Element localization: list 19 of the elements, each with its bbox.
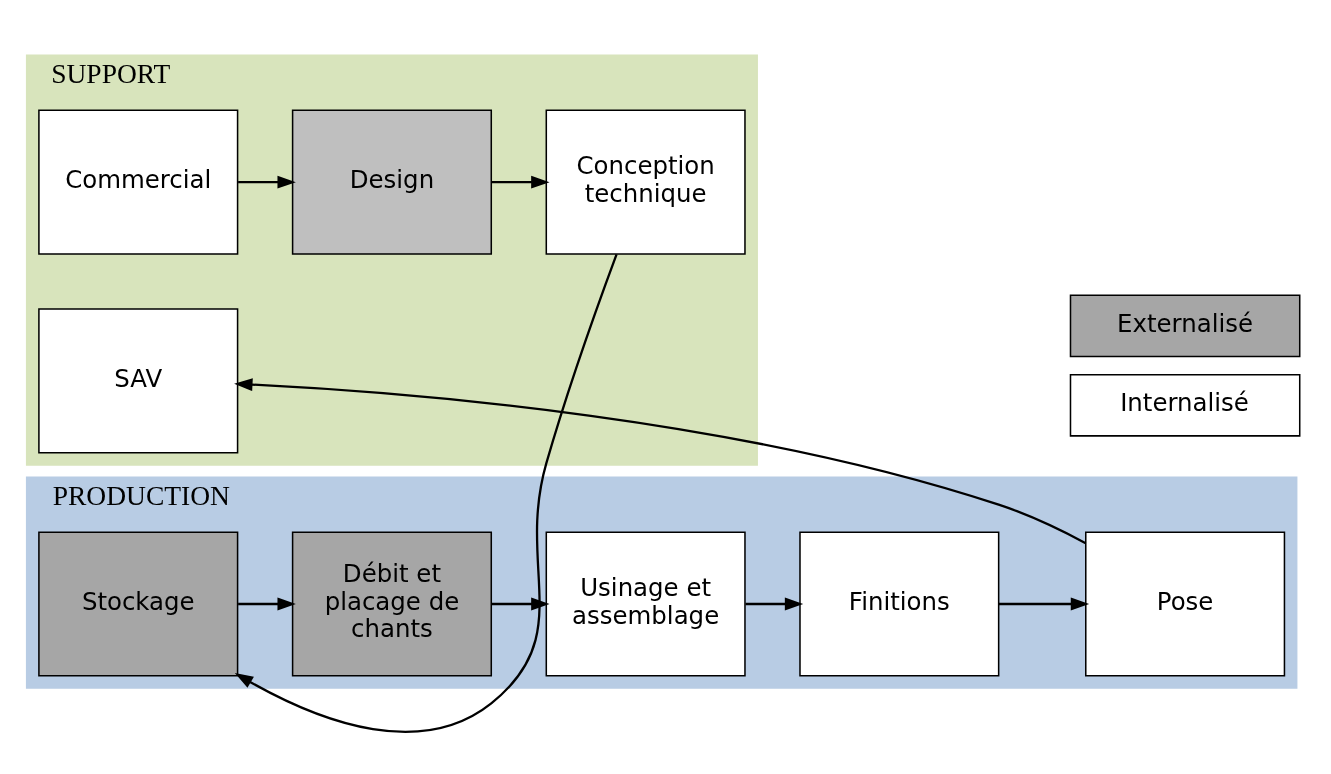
arrow bbox=[234, 253, 618, 733]
arrow bbox=[745, 597, 804, 610]
node-box: Conception technique bbox=[545, 109, 746, 255]
node-box: Design bbox=[291, 109, 493, 255]
arrow bbox=[238, 597, 296, 610]
node-box: Usinage et assemblage bbox=[545, 530, 746, 677]
arrow bbox=[491, 597, 550, 610]
legend-label: Externalisé bbox=[1117, 308, 1254, 338]
legend-label: Internalisé bbox=[1120, 387, 1249, 417]
arrow bbox=[238, 175, 296, 189]
node-box: Commercial bbox=[38, 109, 239, 255]
node-box: SAV bbox=[38, 307, 239, 453]
node-box: Stockage bbox=[38, 530, 239, 677]
arrow bbox=[491, 175, 550, 189]
node-box: Pose bbox=[1085, 530, 1286, 677]
node-box: Débit et placage de chants bbox=[291, 530, 493, 677]
arrow bbox=[998, 597, 1090, 610]
arrow bbox=[234, 377, 1087, 544]
node-box: Finitions bbox=[799, 530, 1000, 677]
